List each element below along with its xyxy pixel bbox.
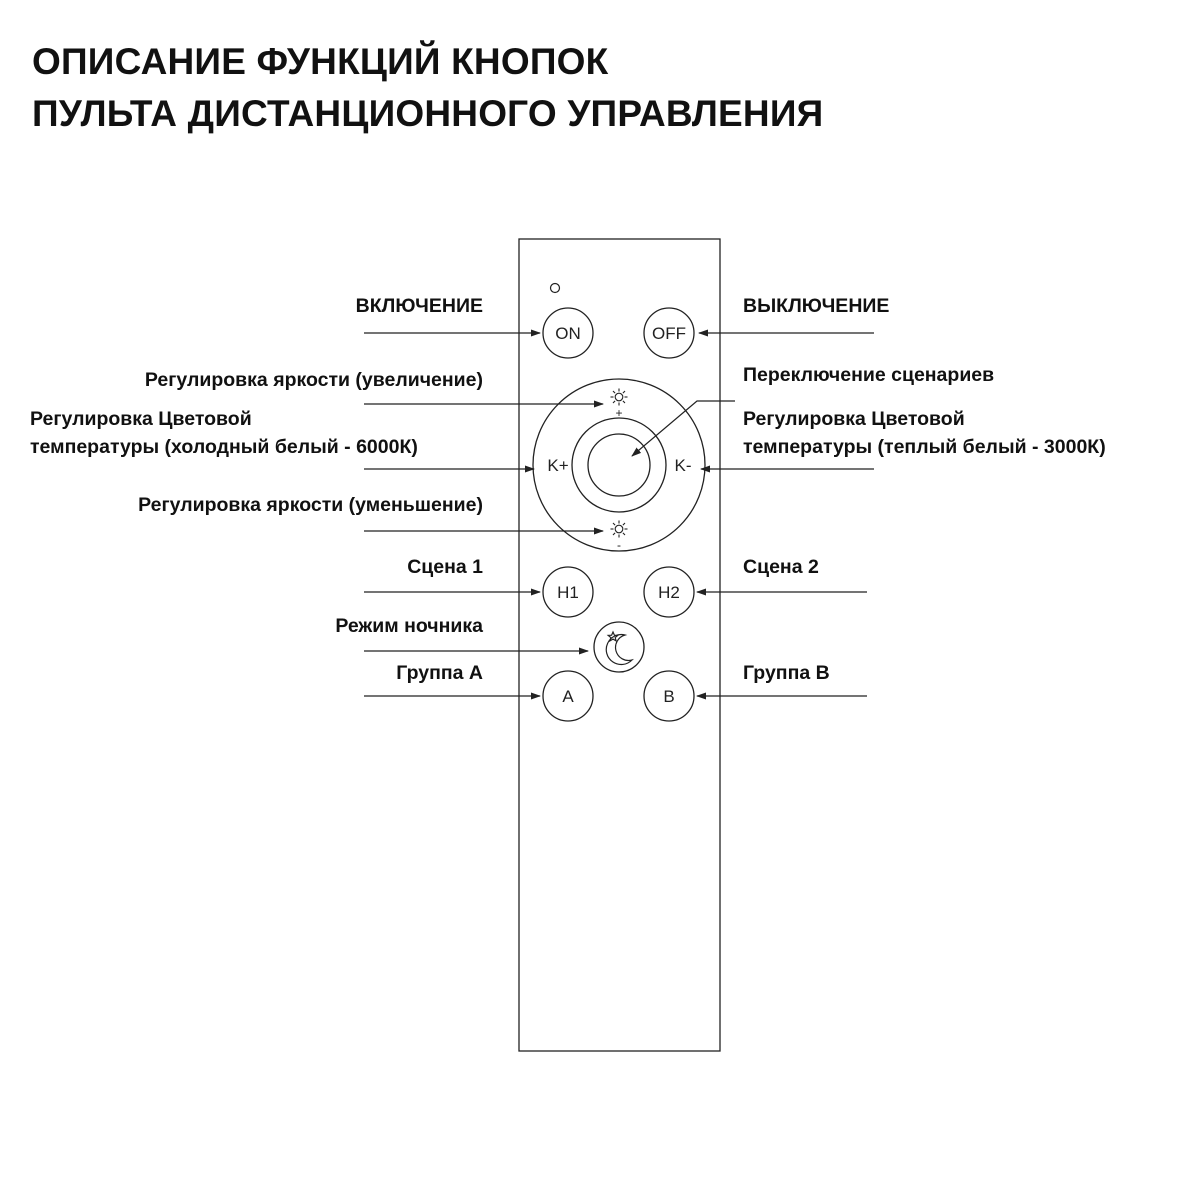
indicator-light-icon [549,282,561,294]
title-line-1: ОПИСАНИЕ ФУНКЦИЙ КНОПОК [32,41,609,82]
page-title: ОПИСАНИЕ ФУНКЦИЙ КНОПОК ПУЛЬТА ДИСТАНЦИО… [32,36,823,140]
h2-button-label: H2 [658,583,680,602]
group-a-button[interactable]: A [542,670,594,722]
label-color-cold: Регулировка Цветовой температуры (холодн… [30,405,418,461]
label-brightness-up: Регулировка яркости (увеличение) [144,369,483,391]
h1-button-label: H1 [557,583,579,602]
group-b-button[interactable]: B [643,670,695,722]
k-minus-button[interactable]: K- [675,456,692,475]
title-line-2: ПУЛЬТА ДИСТАНЦИОННОГО УПРАВЛЕНИЯ [32,93,824,134]
label-scene2: Сцена 2 [743,556,819,578]
h1-button[interactable]: H1 [542,566,594,618]
moon-star-icon [605,630,634,666]
label-color-warm-line-2: температуры (теплый белый - 3000К) [743,436,1106,458]
label-scene1: Сцена 1 [407,556,483,578]
on-button-label: ON [555,324,581,343]
label-color-cold-line-2: температуры (холодный белый - 6000К) [30,436,418,458]
group-b-button-label: B [663,687,674,706]
label-color-warm: Регулировка Цветовой температуры (теплый… [743,405,1106,461]
off-button[interactable]: OFF [643,307,695,359]
label-brightness-down: Регулировка яркости (уменьшение) [138,494,483,516]
label-color-cold-line-1: Регулировка Цветовой [30,408,252,430]
sun-icon [610,388,628,406]
remote-body [518,238,721,1052]
label-off: ВЫКЛЮЧЕНИЕ [743,295,890,317]
k-plus-button[interactable]: K+ [547,456,568,475]
label-night-mode: Режим ночника [335,615,483,637]
scenes-switch-button[interactable] [587,433,651,497]
brightness-plus-sign: + [615,406,622,420]
label-group-b: Группа B [743,662,830,684]
label-on: ВКЛЮЧЕНИЕ [355,295,483,317]
h2-button[interactable]: H2 [643,566,695,618]
night-mode-button[interactable] [593,621,645,673]
leader-lines [364,329,874,700]
off-button-label: OFF [652,324,686,343]
group-a-button-label: A [562,687,574,706]
label-scenes-switch: Переключение сценариев [743,364,995,386]
sun-icon [610,520,628,538]
arrow-scenes-switch [631,400,735,457]
brightness-minus-sign: - [617,538,621,552]
on-button[interactable]: ON [542,307,594,359]
brightness-up-button[interactable]: + [610,388,628,421]
control-ring [532,378,706,552]
brightness-down-button[interactable]: - [610,520,628,553]
label-color-warm-line-1: Регулировка Цветовой [743,408,965,430]
label-group-a: Группа A [396,662,483,684]
